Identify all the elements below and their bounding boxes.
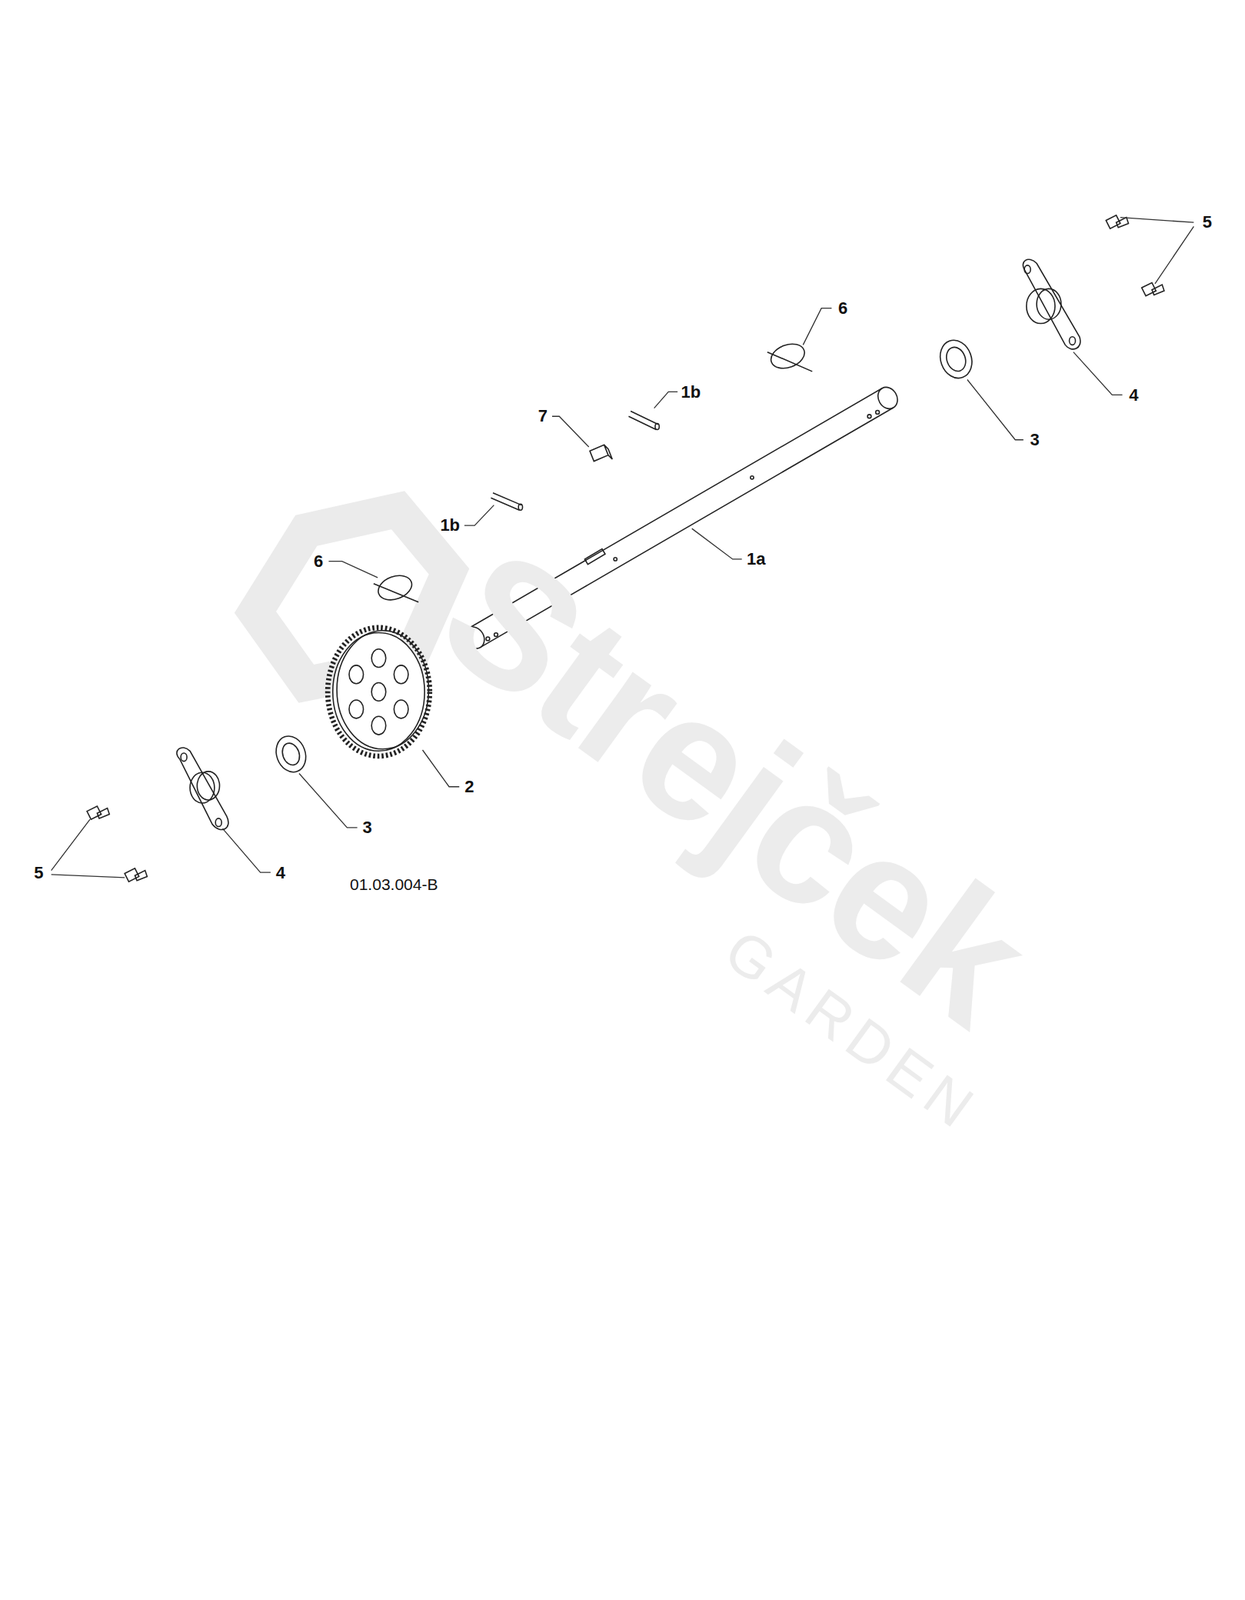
callout-number: 1b bbox=[439, 516, 460, 534]
callout-number: 2 bbox=[464, 778, 474, 796]
gear bbox=[327, 627, 430, 756]
callout-number: 4 bbox=[276, 864, 286, 882]
callout-number: 4 bbox=[1128, 386, 1139, 404]
callout-number: 7 bbox=[538, 407, 548, 425]
callout-number: 5 bbox=[1202, 213, 1212, 231]
callout-number: 6 bbox=[313, 552, 323, 570]
diagram-code: 01.03.004-B bbox=[349, 875, 438, 893]
callout-number: 3 bbox=[362, 818, 373, 836]
callout-number: 1a bbox=[746, 550, 766, 568]
callout-number: 1b bbox=[681, 383, 702, 401]
callout-number: 6 bbox=[838, 299, 848, 317]
callout-number: 3 bbox=[1030, 431, 1040, 449]
callout-number: 5 bbox=[33, 864, 44, 882]
